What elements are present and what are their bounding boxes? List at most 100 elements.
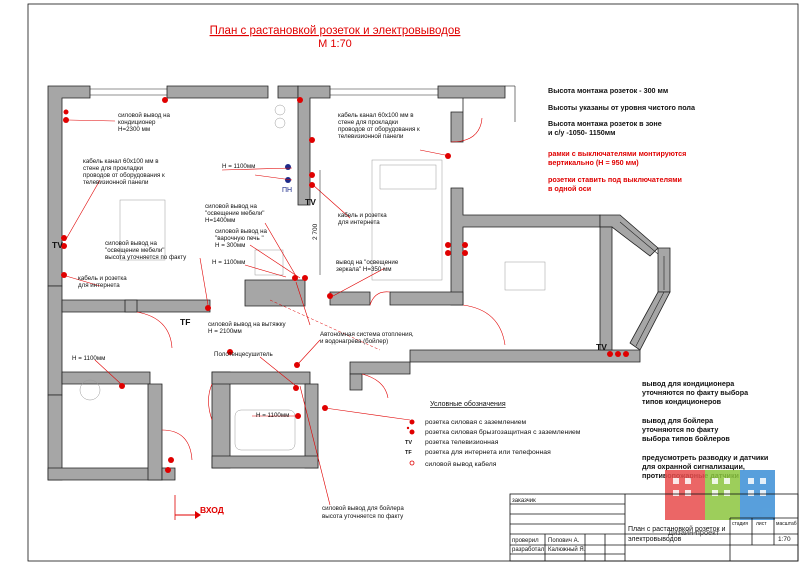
socket-icon <box>168 457 174 463</box>
plan-title: План с растановкой розеток и электровыво… <box>210 25 461 37</box>
svg-text:лист: лист <box>756 521 767 527</box>
heating-note: Автономная система отопления, <box>320 331 414 338</box>
tv-label: TV <box>305 197 316 207</box>
internet-note-right: для интернета <box>338 219 380 226</box>
svg-text:в одной оси: в одной оси <box>548 184 591 193</box>
svg-text:План с растановкой розеток и: План с растановкой розеток и <box>628 525 725 533</box>
cable-note-right: кабель канал 60х100 мм в <box>338 112 414 119</box>
mirror-note: вывод на "освещение <box>336 259 399 266</box>
socket-markers <box>61 97 629 473</box>
svg-text:уточняются по факту выбора: уточняются по факту выбора <box>642 388 749 397</box>
socket-icon <box>309 137 315 143</box>
socket-icon <box>61 272 67 278</box>
socket-icon <box>615 351 621 357</box>
lightf-note: "освещение мебели" <box>105 247 164 254</box>
plan-scale: М 1:70 <box>318 38 352 50</box>
mirror-note: зеркала" H=350 мм <box>336 266 392 273</box>
tf-label: TF <box>180 317 190 327</box>
socket-icon <box>445 242 451 248</box>
internet-note: кабель и розетка <box>78 275 127 282</box>
svg-text:предусмотреть разводку и датчи: предусмотреть разводку и датчики <box>642 453 768 462</box>
svg-text:Высота монтажа розеток в зоне: Высота монтажа розеток в зоне <box>548 119 662 128</box>
walls <box>47 85 671 481</box>
svg-text:Высота монтажа розеток - 300 м: Высота монтажа розеток - 300 мм <box>548 86 668 95</box>
tv-label: TV <box>596 342 607 352</box>
cooktop-note: силовой вывод на <box>215 228 268 235</box>
legend-item: розетка силовая с заземлением <box>425 419 527 426</box>
socket-icon <box>462 242 468 248</box>
svg-text:разработал: разработал <box>512 547 545 553</box>
socket-icon <box>462 250 468 256</box>
svg-text:проверил: проверил <box>512 538 539 544</box>
socket-icon <box>292 275 298 281</box>
legend-item: силовой вывод кабеля <box>425 460 497 468</box>
svg-text:уточняются по факту: уточняются по факту <box>642 425 718 434</box>
socket-icon <box>119 383 125 389</box>
socket-icon <box>165 467 171 473</box>
hood-note: H = 2100мм <box>208 328 242 335</box>
svg-text:Высоты указаны от уровня чисто: Высоты указаны от уровня чистого пола <box>548 103 696 112</box>
annotations: силовой вывод на кондиционер H=2300 мм к… <box>72 112 420 520</box>
svg-text:стадия: стадия <box>732 521 748 527</box>
cable-note-left: проводов от оборудования к <box>83 172 165 179</box>
socket-icon <box>293 385 299 391</box>
svg-text:Калюжный Я.: Калюжный Я. <box>548 546 586 553</box>
sheet-frame <box>27 3 799 562</box>
legend-item: розетка силовая брызгозащитная с заземле… <box>425 428 581 436</box>
tv-socket-icon <box>285 177 291 183</box>
svg-text:выбора типов бойлеров: выбора типов бойлеров <box>642 434 730 443</box>
socket-icon <box>63 117 69 123</box>
internet-note: для интернета <box>78 282 120 289</box>
cooktop-note: "варочную печь " <box>215 235 264 242</box>
svg-text:1:70: 1:70 <box>778 536 791 543</box>
title-block: заказчик проверил Попович А. разработал … <box>509 493 799 562</box>
height-note: H = 1100мм <box>72 355 105 362</box>
svg-text:типов кондиционеров: типов кондиционеров <box>642 397 722 406</box>
legend-item: розетка для интернета или телефонная <box>425 449 551 456</box>
internet-note-right: кабель и розетка <box>338 212 387 219</box>
socket-icon <box>309 172 315 178</box>
legend-item: розетка телевизионная <box>425 439 499 446</box>
furniture-light-note: "освещение мебели" <box>205 210 264 217</box>
pn-label: ПН <box>282 187 292 194</box>
splashproof-socket-icon <box>409 429 415 435</box>
entry-marker <box>174 495 201 520</box>
svg-text:для охранной сигнализации,: для охранной сигнализации, <box>642 462 745 471</box>
socket-icon <box>445 250 451 256</box>
design-logo: Дизайн-проект <box>665 470 775 537</box>
svg-text:и с/у -1050- 1150мм: и с/у -1050- 1150мм <box>548 128 615 137</box>
ac-note: силовой вывод на <box>118 112 171 119</box>
boiler-note: высота уточняется по факту <box>322 513 404 520</box>
hood-note: силовой вывод на вытяжку <box>208 321 287 328</box>
svg-text:Попович А.: Попович А. <box>548 538 580 544</box>
socket-icon <box>205 305 211 311</box>
dimension-2700: 2 700 <box>312 223 319 240</box>
cable-output-icon <box>409 460 415 466</box>
lightf-note: силовой вывод на <box>105 240 158 247</box>
socket-icon <box>445 153 451 159</box>
socket-icon <box>61 243 67 249</box>
cable-note-right: проводов от оборудования к <box>338 126 420 133</box>
svg-text:вывод для кондиционера: вывод для кондиционера <box>642 379 735 388</box>
ac-note: H=2300 мм <box>118 126 150 133</box>
socket-icon <box>63 109 69 115</box>
height-note: H = 1100мм <box>256 412 289 419</box>
cable-note-right: стене для прокладки <box>338 119 399 126</box>
socket-icon <box>162 97 168 103</box>
leader-lines <box>64 119 451 506</box>
cable-note-left: стене для прокладки <box>83 165 144 172</box>
cooktop-note: H = 300мм <box>215 242 245 249</box>
windows <box>90 85 665 347</box>
socket-icon <box>61 235 67 241</box>
socket-icon <box>295 413 301 419</box>
ac-note: кондиционер <box>118 119 156 126</box>
furniture-light-note: H=1400мм <box>205 217 235 224</box>
socket-icon <box>302 275 308 281</box>
socket-icon <box>327 293 333 299</box>
svg-text:масштаб: масштаб <box>776 521 797 527</box>
socket-icon <box>297 97 303 103</box>
svg-text:электровыводов: электровыводов <box>628 536 682 543</box>
socket-icon <box>607 351 613 357</box>
door-swings <box>136 117 506 461</box>
